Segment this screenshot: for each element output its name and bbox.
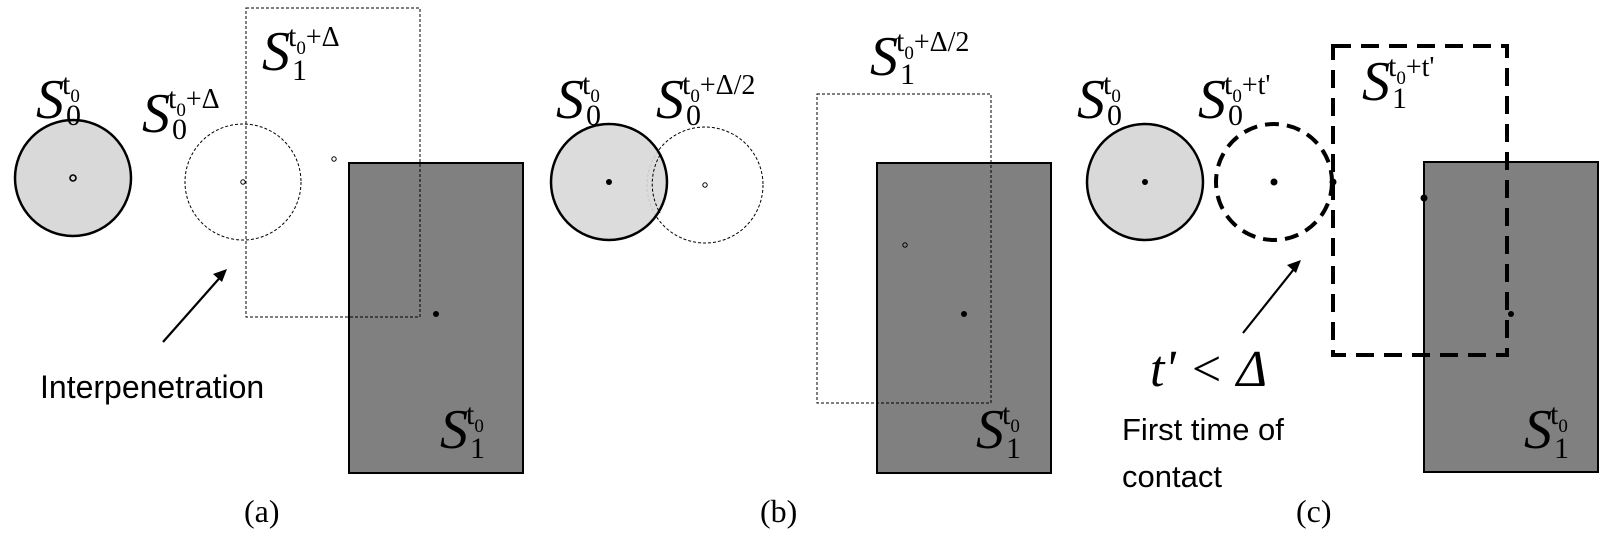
sphere-s0-initial-center <box>69 174 77 182</box>
interpenetration-arrow-line <box>162 272 225 343</box>
label-s0-moved-b: St0+Δ/2 <box>656 68 755 131</box>
contact-arrow-line <box>1242 263 1299 334</box>
label-s1-moved-c: St0+t' <box>1362 50 1434 113</box>
sphere-s0-initial-center <box>606 179 612 185</box>
box-s1-moved <box>816 93 992 404</box>
sphere-s0-moved-overlap-arc <box>651 154 661 214</box>
label-s0-moved-b-sub: 0 <box>686 99 701 132</box>
label-s1-initial-b: St0 <box>976 398 1020 461</box>
panel-c: St0 0 St0+t' 0 St0+t' 1 St0 1 t' < Δ Fir… <box>1077 44 1599 529</box>
sphere-s0-moved-center <box>240 179 246 185</box>
box-s1-initial-center <box>433 311 439 317</box>
box-s1-contact-point <box>1329 178 1337 186</box>
box-s1-moved-center <box>331 156 337 162</box>
box-s1-initial-corner-dot <box>1420 194 1428 202</box>
label-s0-initial-b-sub: 0 <box>586 99 601 132</box>
annotation-interpenetration: Interpenetration <box>40 369 264 405</box>
label-s1-moved-b: St0+Δ/2 <box>870 25 969 88</box>
caption-b: (b) <box>760 493 797 529</box>
label-s0-initial-c: St0 <box>1077 68 1121 131</box>
sphere-s0-moved-center <box>702 182 708 188</box>
box-s1-moved-center <box>902 242 908 248</box>
label-s1-moved-b-sub: 1 <box>900 58 915 91</box>
caption-c: (c) <box>1296 493 1332 529</box>
sphere-s0-initial-center <box>1142 179 1148 185</box>
label-s0-moved-a: St0+Δ <box>142 82 220 145</box>
label-s1-initial-a-sub: 1 <box>470 432 485 465</box>
annotation-first-time-line2: contact <box>1122 459 1222 494</box>
sphere-s0-moved <box>184 123 302 241</box>
label-s0-initial-a-sub: 0 <box>66 99 81 132</box>
label-s0-initial-c-sub: 0 <box>1107 99 1122 132</box>
label-s0-moved-c-sub: 0 <box>1228 99 1243 132</box>
label-s1-initial-a: St0 <box>440 398 484 461</box>
annotation-first-time-line1: First time of <box>1122 412 1284 447</box>
box-s1-initial-center <box>961 311 967 317</box>
label-s1-initial-c: St0 <box>1524 398 1568 461</box>
label-s0-initial-a: St0 <box>36 68 80 131</box>
box-s1-initial-center <box>1508 311 1514 317</box>
inequality-t-prime: t' < Δ <box>1150 341 1267 398</box>
box-s1-initial <box>876 162 1052 474</box>
label-s1-initial-b-sub: 1 <box>1006 432 1021 465</box>
panel-b: St0 0 St0+Δ/2 0 St0+Δ/2 1 St0 1 (b) <box>549 25 1052 529</box>
label-s1-moved-c-sub: 1 <box>1392 82 1407 115</box>
label-s1-initial-c-sub: 1 <box>1554 432 1569 465</box>
box-s1-contact <box>1331 44 1509 357</box>
panel-a: St0 0 St0+Δ 0 St0+Δ 1 St0 1 Interpenetra… <box>13 7 524 529</box>
sphere-s0-contact-center <box>1270 178 1278 186</box>
label-s0-initial-b: St0 <box>556 68 600 131</box>
label-s0-moved-a-sub: 0 <box>172 113 187 146</box>
caption-a: (a) <box>244 493 280 529</box>
interpenetration-arrowhead <box>213 269 227 282</box>
label-s1-moved-a: St0+Δ <box>262 20 340 83</box>
box-s1-initial <box>348 162 524 474</box>
sphere-s0-initial <box>13 118 133 238</box>
label-s0-moved-c: St0+t' <box>1198 68 1270 131</box>
contact-arrowhead <box>1287 260 1301 273</box>
box-s1-moved <box>245 7 421 318</box>
label-s1-moved-a-sub: 1 <box>292 54 307 87</box>
